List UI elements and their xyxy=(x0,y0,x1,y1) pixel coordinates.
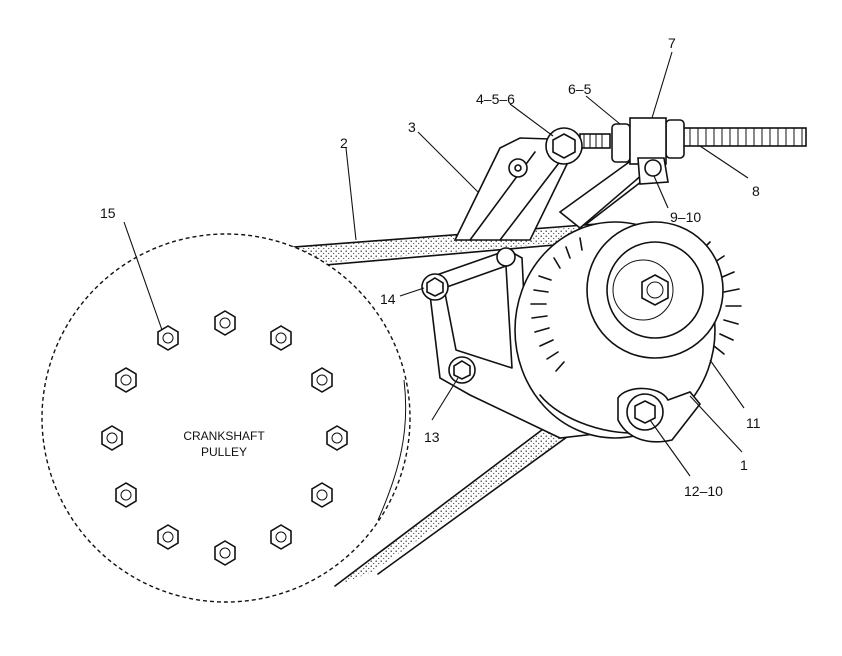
callout-13: 13 xyxy=(424,429,440,445)
bracket-bolt-4-5-6 xyxy=(545,127,583,165)
lower-pivot-bolt-12-10 xyxy=(617,387,702,443)
alternator-body xyxy=(427,221,742,439)
callout-3: 3 xyxy=(408,119,416,135)
callout-15: 15 xyxy=(100,205,116,221)
callout-labels: 15 2 3 4–5–6 6–5 7 8 9–10 11 12–10 1 13 … xyxy=(100,35,761,499)
callout-9-10: 9–10 xyxy=(670,209,701,225)
callout-1: 1 xyxy=(740,457,748,473)
upper-mounting-bracket xyxy=(453,137,582,241)
adjusting-rod xyxy=(579,117,807,185)
crankshaft-pulley: CRANKSHAFT PULLEY xyxy=(41,233,411,603)
callout-7: 7 xyxy=(668,35,676,51)
pivot-bolt-13 xyxy=(448,356,476,384)
pivot-bolt-14 xyxy=(421,273,449,301)
callout-12-10: 12–10 xyxy=(684,483,723,499)
pulley-label-line1: CRANKSHAFT xyxy=(183,429,265,443)
upper-frame-bolt xyxy=(496,247,516,267)
callout-14: 14 xyxy=(380,291,396,307)
adjusting-brace xyxy=(558,159,652,230)
callout-6-5: 6–5 xyxy=(568,81,592,97)
pulley-label-line2: PULLEY xyxy=(201,445,247,459)
pulley-bolt-circle xyxy=(101,310,348,566)
callout-8: 8 xyxy=(752,183,760,199)
callout-4-5-6: 4–5–6 xyxy=(476,91,515,107)
callout-2: 2 xyxy=(340,135,348,151)
callout-11: 11 xyxy=(746,415,761,431)
leader-lines xyxy=(123,51,749,477)
